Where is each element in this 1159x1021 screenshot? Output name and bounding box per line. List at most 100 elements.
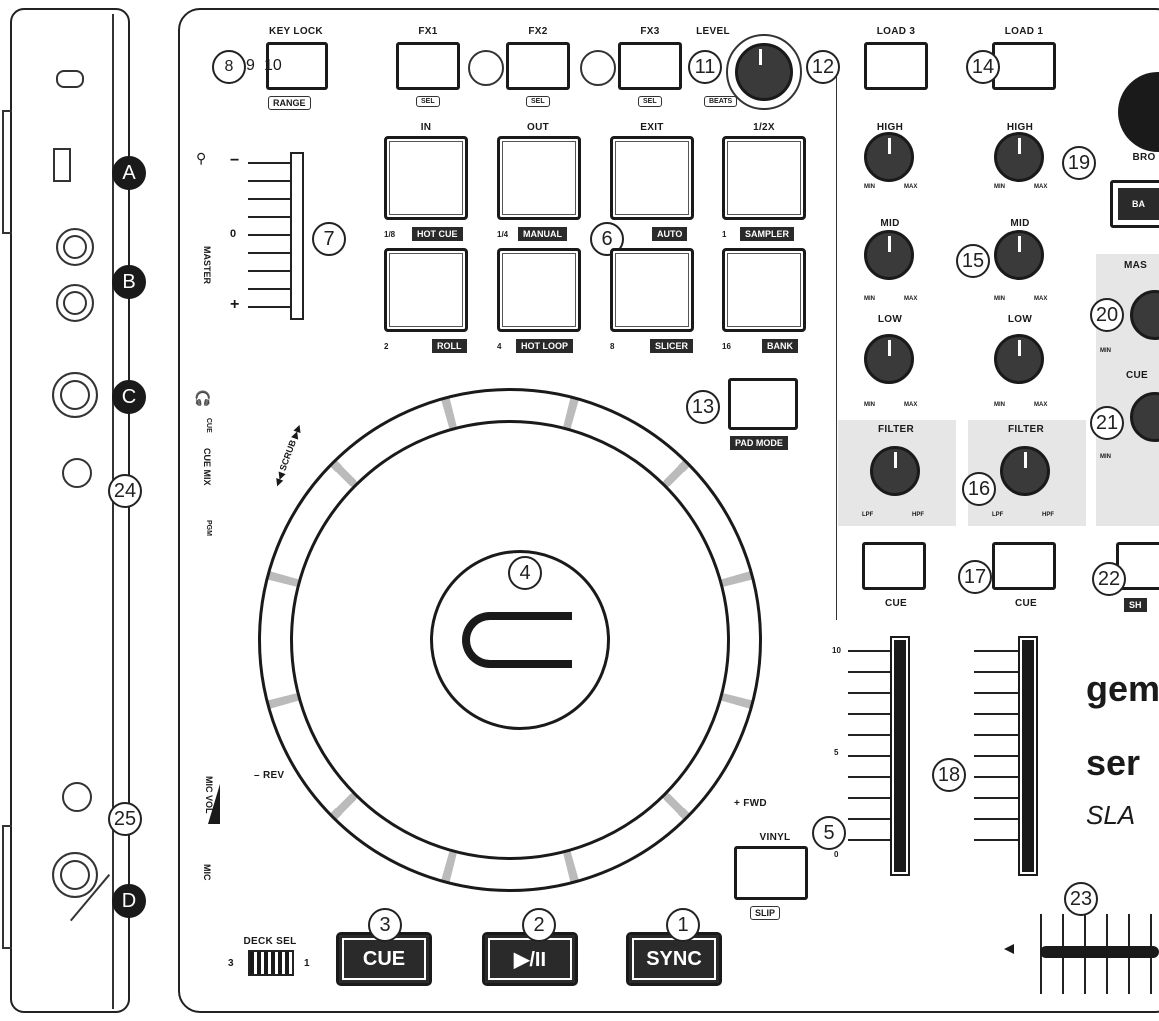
callout-12: 12 — [806, 50, 840, 84]
pad-3[interactable] — [610, 136, 694, 220]
eq1-mid-label: MID — [1010, 218, 1030, 229]
filter3-lpf: LPF — [862, 512, 874, 518]
eq1-high-knob[interactable] — [994, 132, 1044, 182]
headphone-jack — [52, 372, 98, 418]
callout-16: 16 — [962, 472, 996, 506]
mic-vol-knob-side — [62, 782, 92, 812]
vinyl-label: VINYL — [759, 832, 791, 843]
cue-small-label: CUE — [205, 418, 212, 433]
deck-select-switch[interactable] — [248, 950, 294, 976]
eq3-high-max: MAX — [904, 184, 918, 190]
callout-4: 4 — [508, 556, 542, 590]
back-button-inner: BA — [1118, 188, 1159, 220]
eq3-low-knob[interactable] — [864, 334, 914, 384]
pad-head-exit: EXIT — [640, 122, 664, 133]
fx3-button[interactable] — [618, 42, 682, 90]
eq1-low-min: MIN — [994, 402, 1005, 408]
callout-9: 9 — [246, 57, 255, 74]
deck-left-num: 3 — [228, 958, 234, 969]
rev-label: – REV — [254, 770, 285, 781]
play-pause-button[interactable]: ▶/II — [482, 932, 578, 986]
lock-slot — [56, 70, 84, 88]
pad-mode-hot-loop: HOT LOOP — [516, 339, 573, 353]
pad-4[interactable] — [722, 136, 806, 220]
deck-sel-label: DECK SEL — [243, 936, 297, 947]
callout-2: 2 — [522, 908, 556, 942]
pad-mode-manual: MANUAL — [518, 227, 567, 241]
callout-22: 22 — [1092, 562, 1126, 596]
eq3-mid-knob[interactable] — [864, 230, 914, 280]
callout-3: 3 — [368, 908, 402, 942]
callout-14: 14 — [966, 50, 1000, 84]
pad-mode-bank: BANK — [762, 339, 798, 353]
fx1-button[interactable] — [396, 42, 460, 90]
pad-mode-tag: PAD MODE — [730, 436, 788, 450]
pad-num-5: 2 — [384, 342, 389, 351]
cue1-label: CUE — [1014, 598, 1037, 609]
side-edge-line — [112, 14, 114, 1009]
pad-head-half: 1/2X — [753, 122, 775, 133]
mic-jack — [52, 852, 98, 898]
headphone-icon: 🎧 — [194, 390, 212, 406]
eq1-mid-knob[interactable] — [994, 230, 1044, 280]
cue-min-label: MIN — [1100, 454, 1111, 460]
fx2-label: FX2 — [528, 26, 548, 37]
eq1-mid-max: MAX — [1034, 296, 1048, 302]
cue3-button[interactable] — [862, 542, 926, 590]
eq3-low-max: MAX — [904, 402, 918, 408]
filter3-knob[interactable] — [870, 446, 920, 496]
cue1-button[interactable] — [992, 542, 1056, 590]
crossfader-track[interactable] — [1040, 946, 1159, 958]
filter3-label: FILTER — [877, 424, 915, 435]
load3-label: LOAD 3 — [876, 26, 916, 37]
pad-6[interactable] — [497, 248, 581, 332]
load3-button[interactable] — [864, 42, 928, 90]
callout-23: 23 — [1064, 882, 1098, 916]
fx2-button[interactable] — [506, 42, 570, 90]
level-knob[interactable] — [735, 43, 793, 101]
fader3-track[interactable] — [890, 636, 910, 876]
browse-label: BRO — [1132, 152, 1156, 163]
sync-button[interactable]: SYNC — [626, 932, 722, 986]
eq3-high-knob[interactable] — [864, 132, 914, 182]
pad-mode-auto: AUTO — [652, 227, 688, 241]
pad-num-7: 8 — [610, 342, 615, 351]
side-tab-bottom — [2, 825, 12, 949]
key-lock-button[interactable] — [266, 42, 328, 90]
key-lock-label: KEY LOCK — [269, 26, 323, 37]
rca-jack-2 — [56, 284, 94, 322]
pad-2[interactable] — [497, 136, 581, 220]
pad-7[interactable] — [610, 248, 694, 332]
eq1-high-label: HIGH — [1006, 122, 1034, 133]
eq1-mid-min: MIN — [994, 296, 1005, 302]
beats-tag: BEATS — [704, 96, 738, 107]
fader-scale-10: 10 — [832, 646, 841, 655]
fx2-sel-tag: SEL — [526, 96, 550, 107]
pad-8[interactable] — [722, 248, 806, 332]
fader-scale-5: 5 — [834, 748, 839, 757]
master-meter-lines — [248, 162, 290, 308]
vinyl-button[interactable] — [734, 846, 808, 900]
eq1-low-knob[interactable] — [994, 334, 1044, 384]
pad-num-1: 1/8 — [384, 230, 396, 239]
pad-mode-roll: ROLL — [432, 339, 467, 353]
cue-mix-knob-side — [62, 458, 92, 488]
callout-a: A — [112, 156, 146, 190]
filter1-knob[interactable] — [1000, 446, 1050, 496]
callout-10: 10 — [264, 57, 282, 74]
eq3-high-min: MIN — [864, 184, 875, 190]
callout-19: 19 — [1062, 146, 1096, 180]
level-label: LEVEL — [696, 26, 730, 37]
callout-c: C — [112, 380, 146, 414]
master-meter-bar — [290, 152, 304, 320]
rca-jack-1 — [56, 228, 94, 266]
load1-button[interactable] — [992, 42, 1056, 90]
pad-mode-button[interactable] — [728, 378, 798, 430]
pad-5[interactable] — [384, 248, 468, 332]
pad-1[interactable] — [384, 136, 468, 220]
filter1-label: FILTER — [1007, 424, 1045, 435]
load1-label: LOAD 1 — [1004, 26, 1044, 37]
controller-top-panel — [178, 8, 1159, 1013]
pad-head-in: IN — [420, 122, 432, 133]
fader1-track[interactable] — [1018, 636, 1038, 876]
